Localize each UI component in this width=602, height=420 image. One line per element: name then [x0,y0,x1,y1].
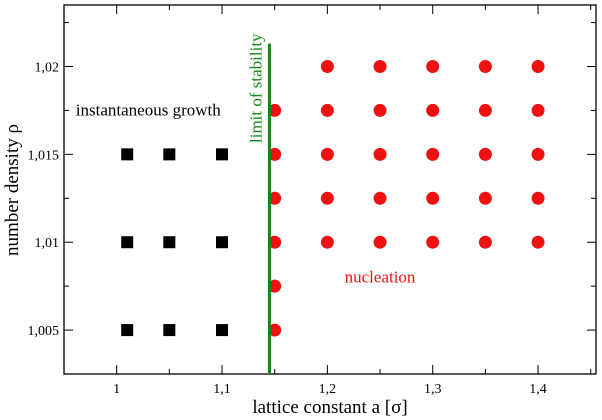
data-point-circle [478,60,492,73]
y-axis-ticks: 1,005 1,01 1,015 1,02 [28,22,596,339]
data-point-square [163,236,176,249]
data-point-square [121,148,134,161]
data-point-circle [531,103,545,117]
x-axis-ticks: 1 1,1 1,2 1,3 1,4 [63,5,592,397]
x-tick-label: 1,4 [529,382,547,397]
data-point-circle [320,235,334,249]
data-point-square [163,324,176,337]
data-point-circle [426,103,440,117]
data-point-circle [426,60,440,73]
data-point-circle [268,191,282,205]
data-point-circle [268,235,282,249]
x-tick-label: 1,3 [424,382,442,397]
annotation-instantaneous-growth: instantaneous growth [76,101,221,120]
x-axis-title: lattice constant a [σ] [252,397,407,418]
data-point-square [216,148,229,161]
x-tick-label: 1,1 [213,382,231,397]
data-point-circle [478,103,492,117]
data-point-circle [320,147,334,161]
x-tick-label: 1 [113,382,120,397]
data-point-circle [531,147,545,161]
data-point-circle [268,103,282,117]
data-point-square [163,148,176,161]
data-point-square [121,324,134,337]
data-point-circle [426,191,440,205]
data-point-circle [268,147,282,161]
data-point-square [216,236,229,249]
data-point-circle [373,60,387,73]
y-tick-label: 1,01 [35,236,60,251]
data-point-circle [320,60,334,73]
x-tick-label: 1,2 [319,382,337,397]
data-point-circle [373,103,387,117]
plot-frame [63,4,597,375]
data-point-circle [373,147,387,161]
data-point-circle [426,235,440,249]
data-point-circle [531,191,545,205]
y-tick-label: 1,02 [35,61,60,76]
data-point-circle [268,279,282,293]
annotation-nucleation: nucleation [345,268,416,287]
data-point-circle [373,191,387,205]
data-point-circle [531,235,545,249]
data-point-circle [320,103,334,117]
data-point-square [216,324,229,337]
data-marks [121,60,545,337]
data-point-circle [478,191,492,205]
y-tick-label: 1,015 [28,148,60,163]
data-point-circle [531,60,545,73]
data-point-square [121,236,134,249]
data-point-circle [478,147,492,161]
data-point-circle [268,323,282,337]
data-point-circle [478,235,492,249]
data-point-circle [373,235,387,249]
data-point-circle [320,191,334,205]
stability-limit-label: limit of stability [246,33,265,143]
y-axis-title: number density ρ [2,124,23,256]
data-point-circle [426,147,440,161]
y-tick-label: 1,005 [28,324,60,339]
